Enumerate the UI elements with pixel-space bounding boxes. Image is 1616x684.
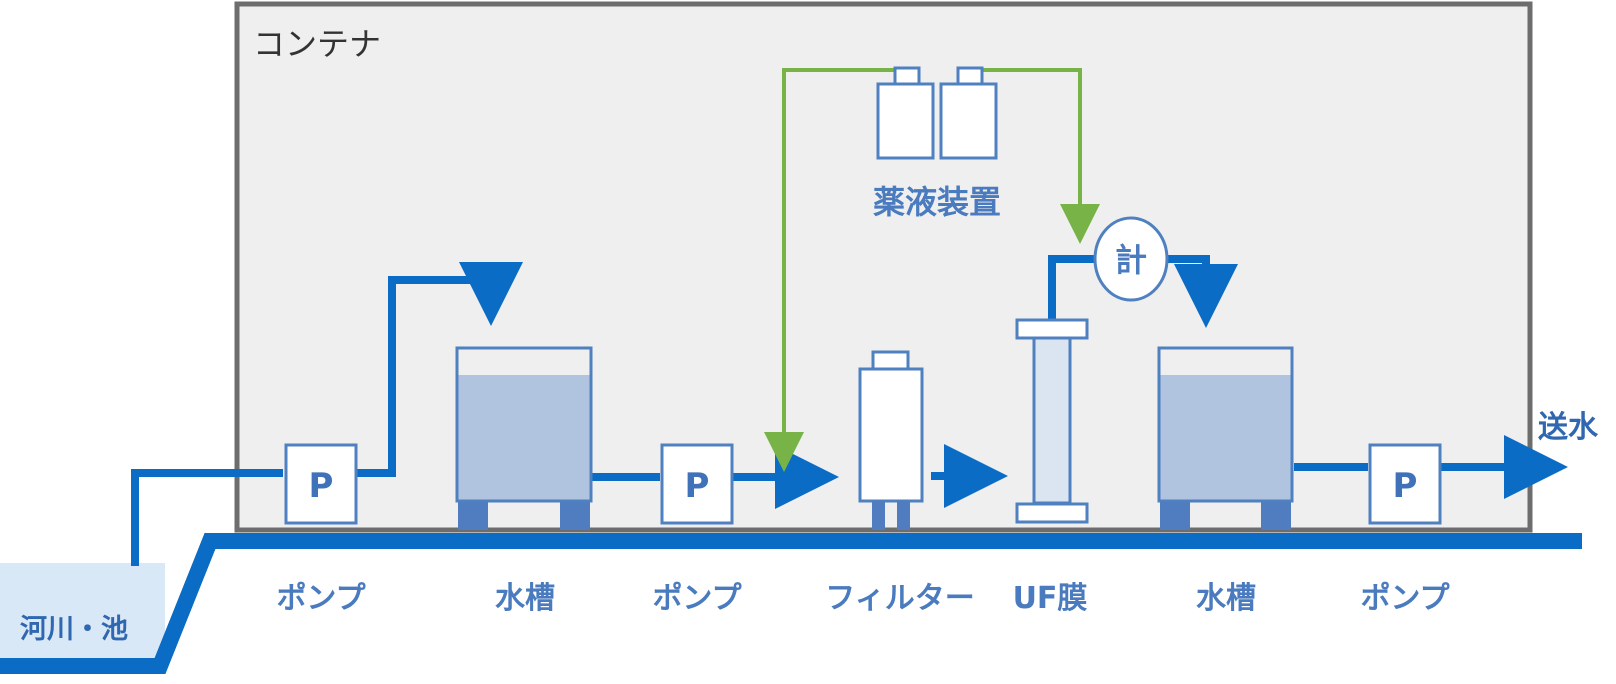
filter-leg-left <box>872 501 885 530</box>
water-tank-2 <box>1157 346 1294 530</box>
uf-top-flange <box>1015 318 1089 340</box>
intake-pipe <box>131 469 283 566</box>
chem-line-to-uf-outlet <box>968 68 1100 244</box>
chem-line-to-pump2-outlet <box>764 68 895 472</box>
filter-body <box>858 367 924 503</box>
pipe-pump1-to-tank1 <box>355 262 523 477</box>
meter-label: 計 <box>1115 241 1147 279</box>
tank-1-water <box>457 375 591 501</box>
uf-tube <box>1032 335 1072 505</box>
meter-body <box>1093 216 1169 302</box>
flow-meter: 計 <box>1093 216 1169 302</box>
tank-1-leg-left <box>458 500 488 530</box>
filter-cap <box>871 350 910 371</box>
filter-leg-right <box>897 501 910 530</box>
chem-bottle-1 <box>876 82 935 160</box>
stage-label-pump-3: ポンプ <box>1360 581 1450 616</box>
uf-membrane-unit <box>1015 318 1089 524</box>
stage-label-pump-2: ポンプ <box>652 581 742 616</box>
tank-2-water <box>1159 375 1292 501</box>
stage-label-tank-1: 水槽 <box>495 581 555 616</box>
pipe-uf-to-meter <box>1048 255 1097 320</box>
stage-label-tank-2: 水槽 <box>1196 581 1256 616</box>
filter-unit <box>858 350 924 530</box>
tank-2-leg-right <box>1261 500 1291 530</box>
source-label: 河川・池 <box>20 614 128 645</box>
chemical-dosing-unit <box>876 66 998 160</box>
stage-label-filter: フィルター <box>825 581 974 616</box>
pump-3-symbol: P <box>1393 466 1418 506</box>
uf-bottom-flange <box>1015 502 1089 524</box>
pump-1: P <box>284 443 358 525</box>
stage-label-pump-1: ポンプ <box>276 581 366 616</box>
source-water-area <box>0 563 165 665</box>
pump-2-symbol: P <box>685 466 710 506</box>
tank-1-body <box>455 346 593 503</box>
pump-1-symbol: P <box>309 466 334 506</box>
tank-1-leg-right <box>560 500 590 530</box>
stage-label-uf: UF膜 <box>1013 581 1088 616</box>
pump-3: P <box>1368 443 1442 525</box>
chem-bottle-2 <box>939 82 998 160</box>
output-label: 送水 <box>1538 410 1599 445</box>
tank-2-leg-left <box>1160 500 1190 530</box>
chem-label: 薬液装置 <box>873 183 1001 221</box>
pump-2: P <box>660 443 734 525</box>
pipe-meter-to-tank2 <box>1165 255 1238 328</box>
tank-2-body <box>1157 346 1294 503</box>
container-label: コンテナ <box>253 25 381 63</box>
ground-line <box>0 533 1582 674</box>
water-tank-1 <box>455 346 593 530</box>
